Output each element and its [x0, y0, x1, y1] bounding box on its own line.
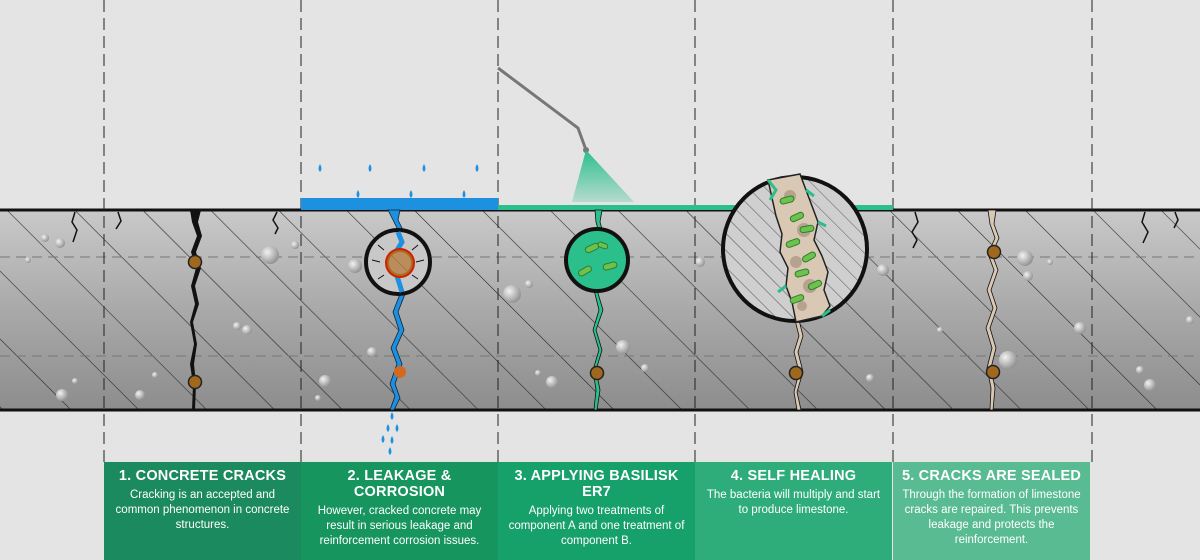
- rebar-dot: [187, 254, 203, 270]
- stage-4-self-healing: [721, 173, 869, 411]
- stage-5-sealed: [985, 209, 1002, 411]
- spray-lance: [497, 66, 588, 151]
- stage-dividers: [103, 0, 1093, 462]
- step-2-panel: 2. LEAKAGE & CORROSION However, cracked …: [301, 462, 498, 560]
- step-1-panel: 1. CONCRETE CRACKS Cracking is an accept…: [104, 462, 301, 560]
- spray-cone: [572, 150, 634, 202]
- corrosion-zoom-circle: [364, 228, 432, 296]
- rebar-dot: [985, 364, 1001, 380]
- rain-drops: [318, 164, 479, 198]
- step-4-text: The bacteria will multiply and start to …: [706, 489, 881, 516]
- step-1-title: 1. CONCRETE CRACKS: [118, 468, 287, 484]
- step-5-text: Through the formation of limestone crack…: [902, 489, 1081, 546]
- step-3-title: 3. APPLYING BASILISK ER7: [514, 468, 679, 500]
- rebar-dot: [788, 365, 804, 381]
- water-layer: [301, 198, 498, 210]
- stage-2-leakage: [301, 164, 498, 455]
- step-5-panel: 5. CRACKS ARE SEALED Through the formati…: [893, 462, 1090, 560]
- leaking-drops: [381, 412, 399, 455]
- step-5-title: 5. CRACKS ARE SEALED: [901, 468, 1082, 484]
- stage-1-crack: [187, 210, 203, 410]
- bacteria-zoom-circle: [564, 227, 630, 293]
- step-1-text: Cracking is an accepted and common pheno…: [115, 489, 290, 531]
- step-3-text: Applying two treatments of component A a…: [508, 505, 685, 547]
- rebar-dot: [589, 365, 605, 381]
- stage-3-application: [497, 66, 893, 411]
- step-4-panel: 4. SELF HEALING The bacteria will multip…: [695, 462, 892, 560]
- rebar-dot: [187, 374, 203, 390]
- air-bubbles: [25, 234, 1194, 401]
- treatment-layer: [498, 205, 893, 210]
- step-2-title: 2. LEAKAGE & CORROSION: [347, 468, 452, 500]
- step-2-text: However, cracked concrete may result in …: [317, 505, 482, 547]
- rebar-dot: [986, 244, 1002, 260]
- surface-cracks: [71, 211, 1179, 249]
- step-4-title: 4. SELF HEALING: [730, 468, 857, 484]
- step-3-panel: 3. APPLYING BASILISK ER7 Applying two tr…: [498, 462, 695, 560]
- limestone-zoom-circle: [721, 173, 869, 323]
